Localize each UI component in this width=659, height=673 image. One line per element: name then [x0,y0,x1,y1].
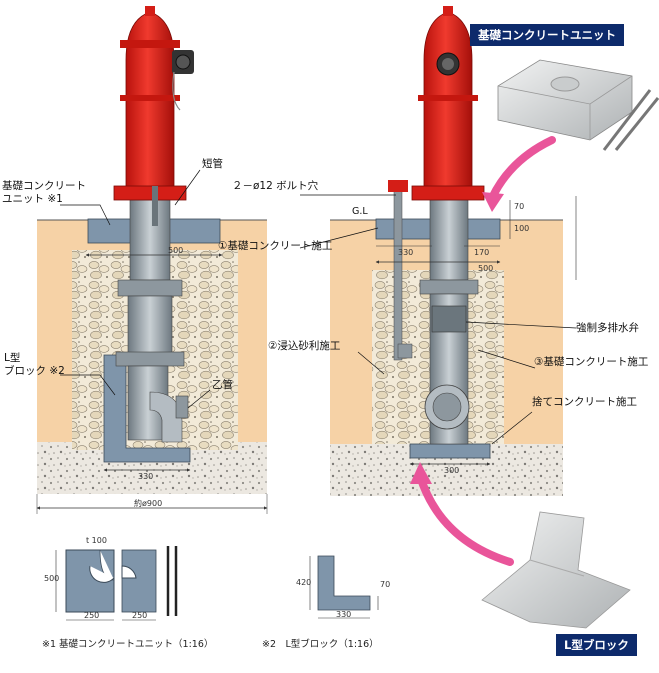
caption-lblock: ※2 L型ブロック（1:16） [262,639,379,650]
unit-3d-illustration [497,59,659,151]
otsu-pipe-label: 乙管 [212,379,233,391]
base-concrete-right [463,218,501,240]
riser-pipe [129,199,171,281]
unit-thickness: t 100 [86,536,107,545]
dim-900: 約ø900 [134,499,163,508]
right-diagram [299,6,577,496]
short-pipe-label: 短管 [202,158,223,170]
dim-330-left: 330 [138,472,154,481]
gl-label: G.L [352,206,368,217]
sute-label: 捨てコンクリート施工 [532,396,637,408]
step3-label: ③基礎コンクリート施工 [534,356,649,368]
unit-dim-500: 500 [44,574,60,583]
step1-label: ①基礎コンクリート施工 [218,240,333,252]
drain-valve [431,305,467,333]
unit-tag: 基礎コンクリートユニット [470,24,624,46]
lblock-dim-420: 420 [296,578,312,587]
lblock-dim-70: 70 [380,580,391,589]
bolt-hole-label: ２－ø12 ボルト穴 [232,180,319,192]
unit-detail-drawing [55,546,178,621]
lblock-label: L型 [4,352,21,364]
unit-label: 基礎コンクリート [2,180,86,192]
dim-170: 170 [474,248,490,257]
dim-100: 100 [514,224,530,233]
dim-500-right: 500 [478,264,494,273]
otsu-pipe [149,391,183,443]
base-concrete-left [375,218,433,240]
left-diagram [36,6,268,514]
step2-label: ②浸込砂利施工 [268,340,341,352]
lblock-dim-330: 330 [336,610,352,619]
dim-70: 70 [514,202,525,211]
lblock-3d-illustration [481,511,631,629]
caption-unit: ※1 基礎コンクリートユニット（1:16） [42,639,214,650]
drain-valve-label: 強制多排水弁 [576,322,639,334]
lblock-tag: L型ブロック [556,634,637,656]
unit-label-note: ユニット ※1 [2,193,63,205]
dim-500-left: 500 [168,246,184,255]
unit-dim-250b: 250 [132,611,148,620]
arrow-to-unit [488,136,556,202]
lblock-label-note: ブロック ※2 [4,365,65,377]
dim-300: 300 [444,466,460,475]
leveling-concrete [409,443,491,459]
lblock-detail-drawing [309,555,379,619]
dim-330-right: 330 [398,248,414,257]
unit-dim-250a: 250 [84,611,100,620]
arrow-to-lblock [416,472,514,566]
